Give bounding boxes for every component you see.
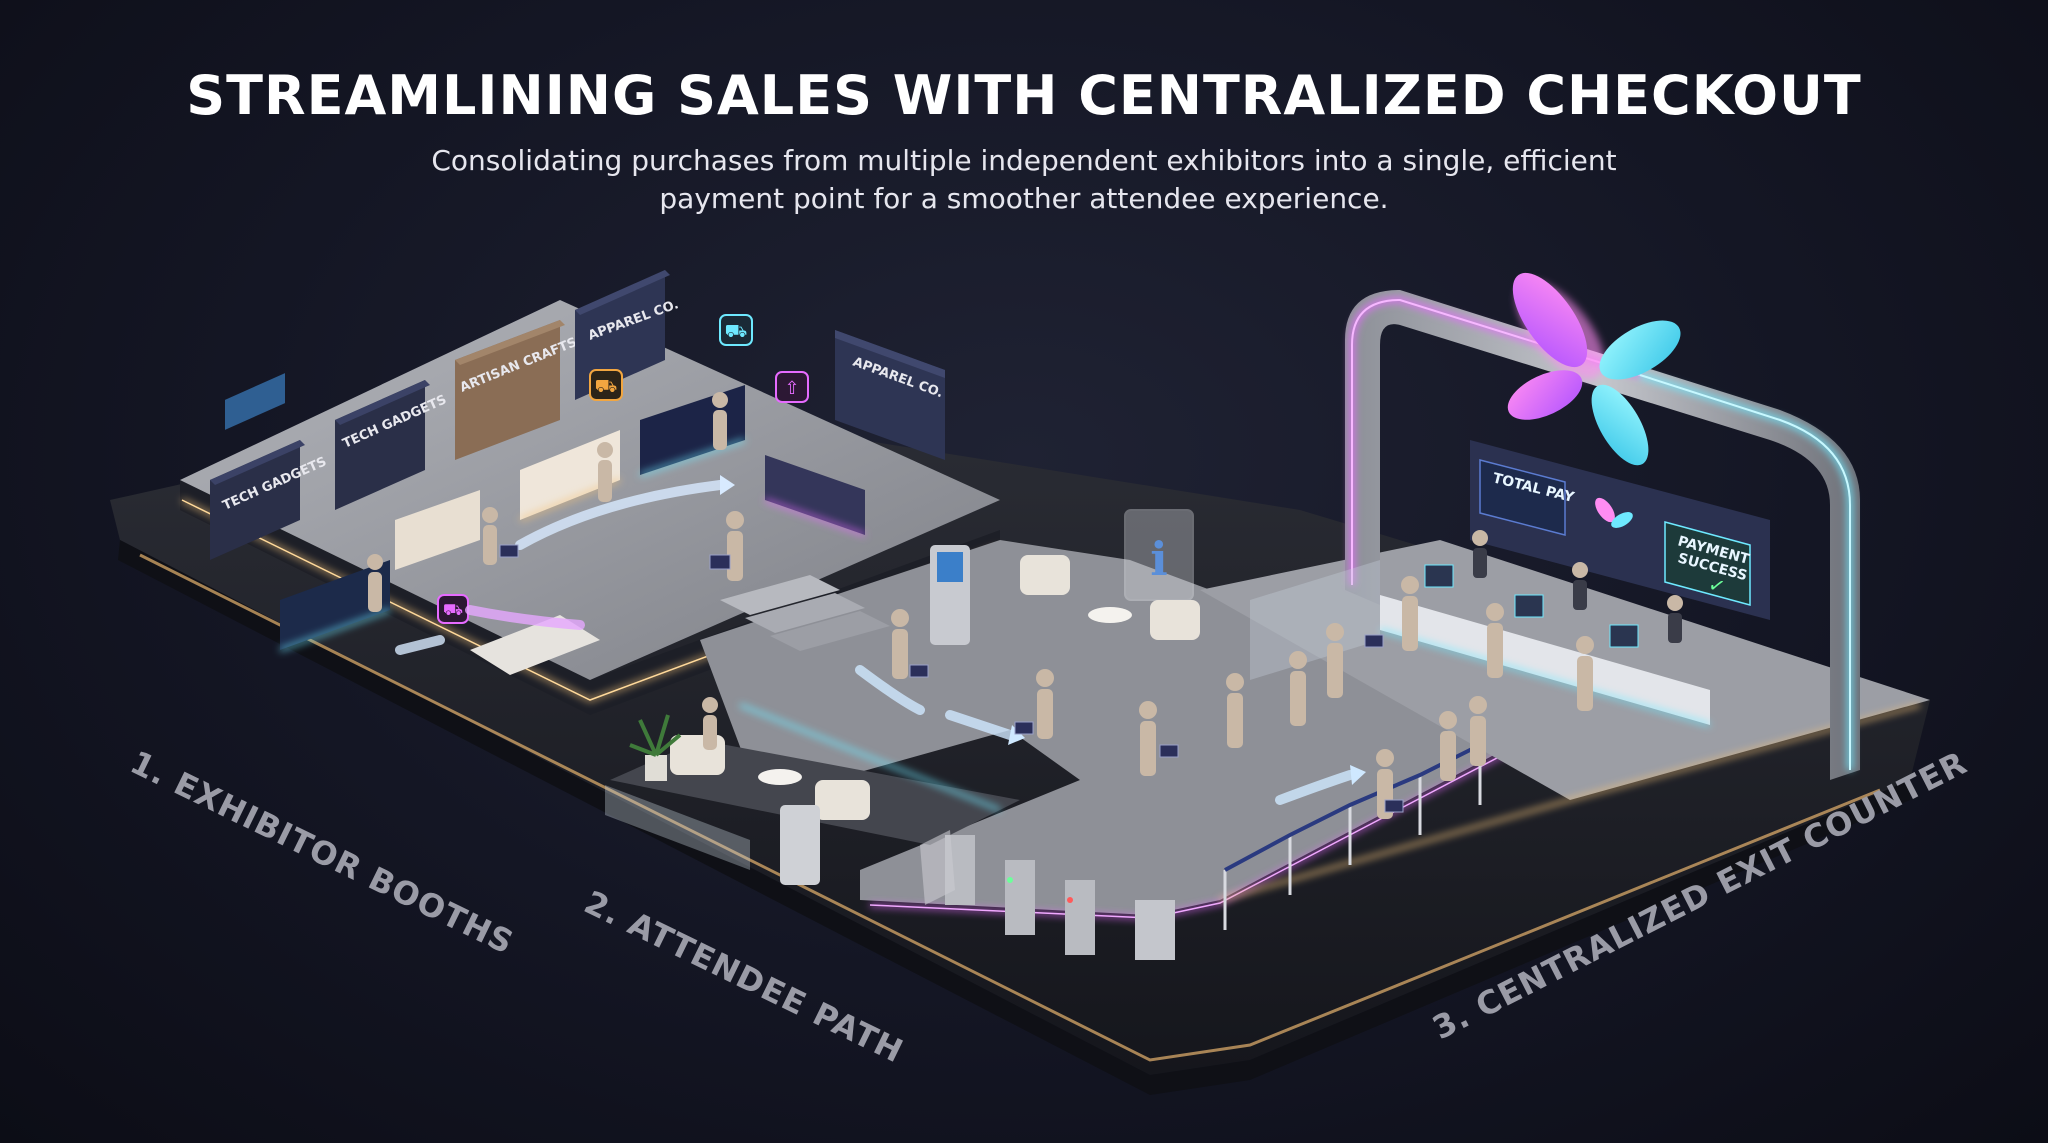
svg-text:⛟: ⛟ <box>595 376 618 397</box>
arrow-head-3 <box>1350 765 1366 785</box>
shopping-baskets <box>499 544 1404 813</box>
attendees <box>367 392 1594 819</box>
total-pay-screen: TOTAL PAY <box>1479 459 1576 536</box>
check-icon: ✓ <box>1706 572 1728 600</box>
svg-text:⇧: ⇧ <box>784 378 799 399</box>
checkout-arch <box>1345 290 1860 780</box>
arrow-head-2 <box>1008 725 1025 745</box>
payment-success-screen: PAYMENT SUCCESS ✓ <box>1664 521 1751 606</box>
checkout-platform-glow <box>1219 703 1921 902</box>
page-title: STREAMLINING SALES WITH CENTRALIZED CHEC… <box>186 64 1862 127</box>
subtitle-line-2: payment point for a smoother attendee ex… <box>659 182 1389 215</box>
glass-partition <box>605 785 750 870</box>
attendee-path-floor <box>700 540 1560 915</box>
wall-logo <box>1595 497 1633 528</box>
stairs <box>720 575 890 651</box>
svg-text:⛟: ⛟ <box>443 600 463 619</box>
info-symbol: i <box>1150 532 1167 586</box>
brand-logo-petals <box>1507 272 1681 466</box>
booth-artisan-crafts: ARTISAN CRAFTS <box>455 320 621 522</box>
staff <box>1472 530 1683 643</box>
page-subtitle: Consolidating purchases from multiple in… <box>374 142 1674 218</box>
label-exhibitor-booths: 1. EXHIBITOR BOOTHS <box>124 743 519 962</box>
cart-bubble-cyan: ⛟ <box>719 314 753 346</box>
cart-bubble-pink: ⛟ <box>437 594 469 624</box>
subtitle-line-1: Consolidating purchases from multiple in… <box>431 144 1617 177</box>
self-service-kiosk <box>930 545 970 645</box>
flow-arrows <box>395 480 1355 805</box>
shirt-bubble-pink: ⇧ <box>775 371 809 403</box>
lounge-glow <box>739 703 1001 812</box>
plant <box>629 714 682 781</box>
base-glow-edge <box>139 553 1881 1062</box>
turnstile-gates <box>920 830 1175 960</box>
info-kiosk: i <box>1124 509 1194 601</box>
display-table <box>470 615 600 675</box>
checkout-counter <box>1250 560 1711 727</box>
arrow-head-1 <box>720 475 735 495</box>
cart-bubble-orange: ⛟ <box>589 369 623 401</box>
booth-apparel-co-2: APPAREL CO. <box>764 330 945 537</box>
svg-text:⛟: ⛟ <box>725 321 748 342</box>
